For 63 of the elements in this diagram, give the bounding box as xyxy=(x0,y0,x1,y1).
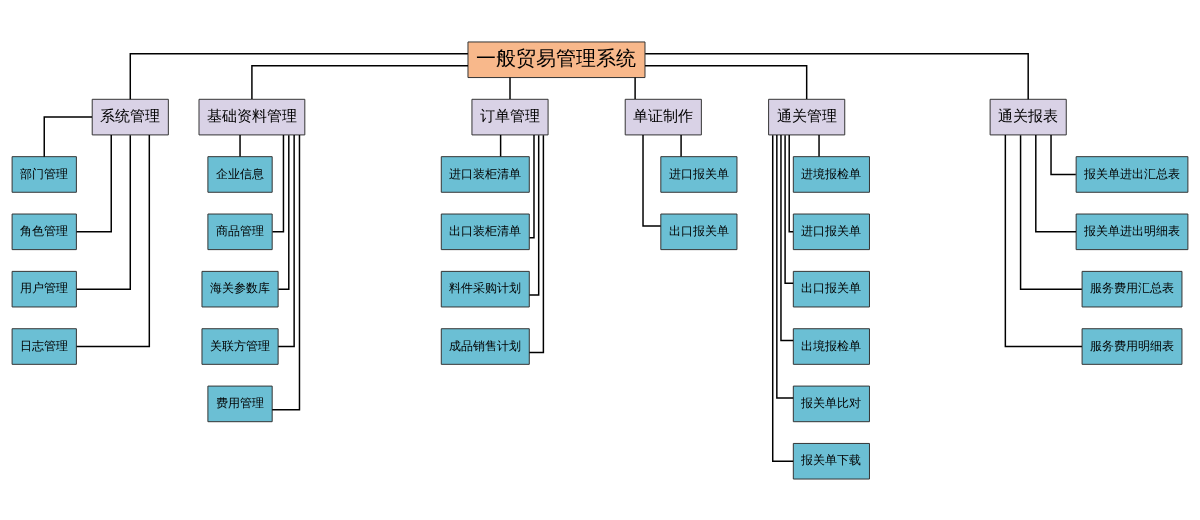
node-box: 海关参数库 xyxy=(201,270,279,307)
node-box: 报关单进出明细表 xyxy=(1075,213,1189,250)
node-box: 费用管理 xyxy=(207,385,273,422)
node-box: 服务费用明细表 xyxy=(1081,327,1183,365)
connector xyxy=(1019,133,1083,290)
connector xyxy=(271,133,301,411)
connector xyxy=(680,133,682,157)
node-box: 一般贸易管理系统 xyxy=(467,40,646,78)
node-box: 用户管理 xyxy=(11,270,77,307)
connector xyxy=(818,133,820,157)
connector xyxy=(642,133,662,227)
node-box: 进境报检单 xyxy=(792,155,870,193)
connector xyxy=(634,76,636,100)
node-box: 进口报关单 xyxy=(660,155,738,193)
connector xyxy=(251,64,469,100)
connector xyxy=(1035,133,1077,233)
connector xyxy=(129,52,469,100)
node-box: 出口报关单 xyxy=(660,213,738,250)
node-box: 通关管理 xyxy=(768,98,846,135)
connector xyxy=(528,133,535,238)
node-box: 出境报检单 xyxy=(792,327,870,365)
node-box: 部门管理 xyxy=(11,155,77,193)
connector xyxy=(784,133,794,284)
node-box: 报关单比对 xyxy=(792,385,870,422)
node-box: 进口报关单 xyxy=(792,213,870,250)
connector xyxy=(772,133,794,462)
node-box: 报关单下载 xyxy=(792,442,870,480)
node-box: 单证制作 xyxy=(624,98,702,135)
connector xyxy=(644,52,1029,100)
node-box: 进口装柜清单 xyxy=(440,155,530,193)
node-box: 企业信息 xyxy=(207,155,273,193)
node-box: 角色管理 xyxy=(11,213,77,250)
connector xyxy=(75,133,112,233)
connector xyxy=(43,115,93,157)
node-box: 通关报表 xyxy=(989,98,1067,135)
connector xyxy=(277,133,290,290)
connector xyxy=(528,133,545,353)
connector xyxy=(239,133,241,157)
node-box: 日志管理 xyxy=(11,327,77,365)
connector xyxy=(76,133,131,290)
connector xyxy=(780,133,794,341)
connector xyxy=(75,133,151,347)
node-box: 订单管理 xyxy=(471,98,549,135)
node-box: 报关单进出汇总表 xyxy=(1075,155,1189,193)
connector xyxy=(528,133,540,296)
connector xyxy=(788,133,794,233)
connector xyxy=(277,133,295,347)
node-box: 出口装柜清单 xyxy=(440,213,530,250)
connector xyxy=(271,133,285,233)
connector xyxy=(1004,133,1083,347)
node-box: 料件采购计划 xyxy=(440,270,530,307)
node-box: 系统管理 xyxy=(91,98,169,135)
connector xyxy=(1050,133,1077,175)
connector xyxy=(499,133,502,157)
node-box: 基础资料管理 xyxy=(198,98,306,135)
node-box: 服务费用汇总表 xyxy=(1081,270,1183,307)
node-box: 出口报关单 xyxy=(792,270,870,307)
connector xyxy=(776,133,794,399)
node-box: 关联方管理 xyxy=(201,327,279,365)
node-box: 商品管理 xyxy=(207,213,273,250)
connector xyxy=(509,76,511,100)
connector xyxy=(644,64,808,100)
node-box: 成品销售计划 xyxy=(440,327,530,365)
